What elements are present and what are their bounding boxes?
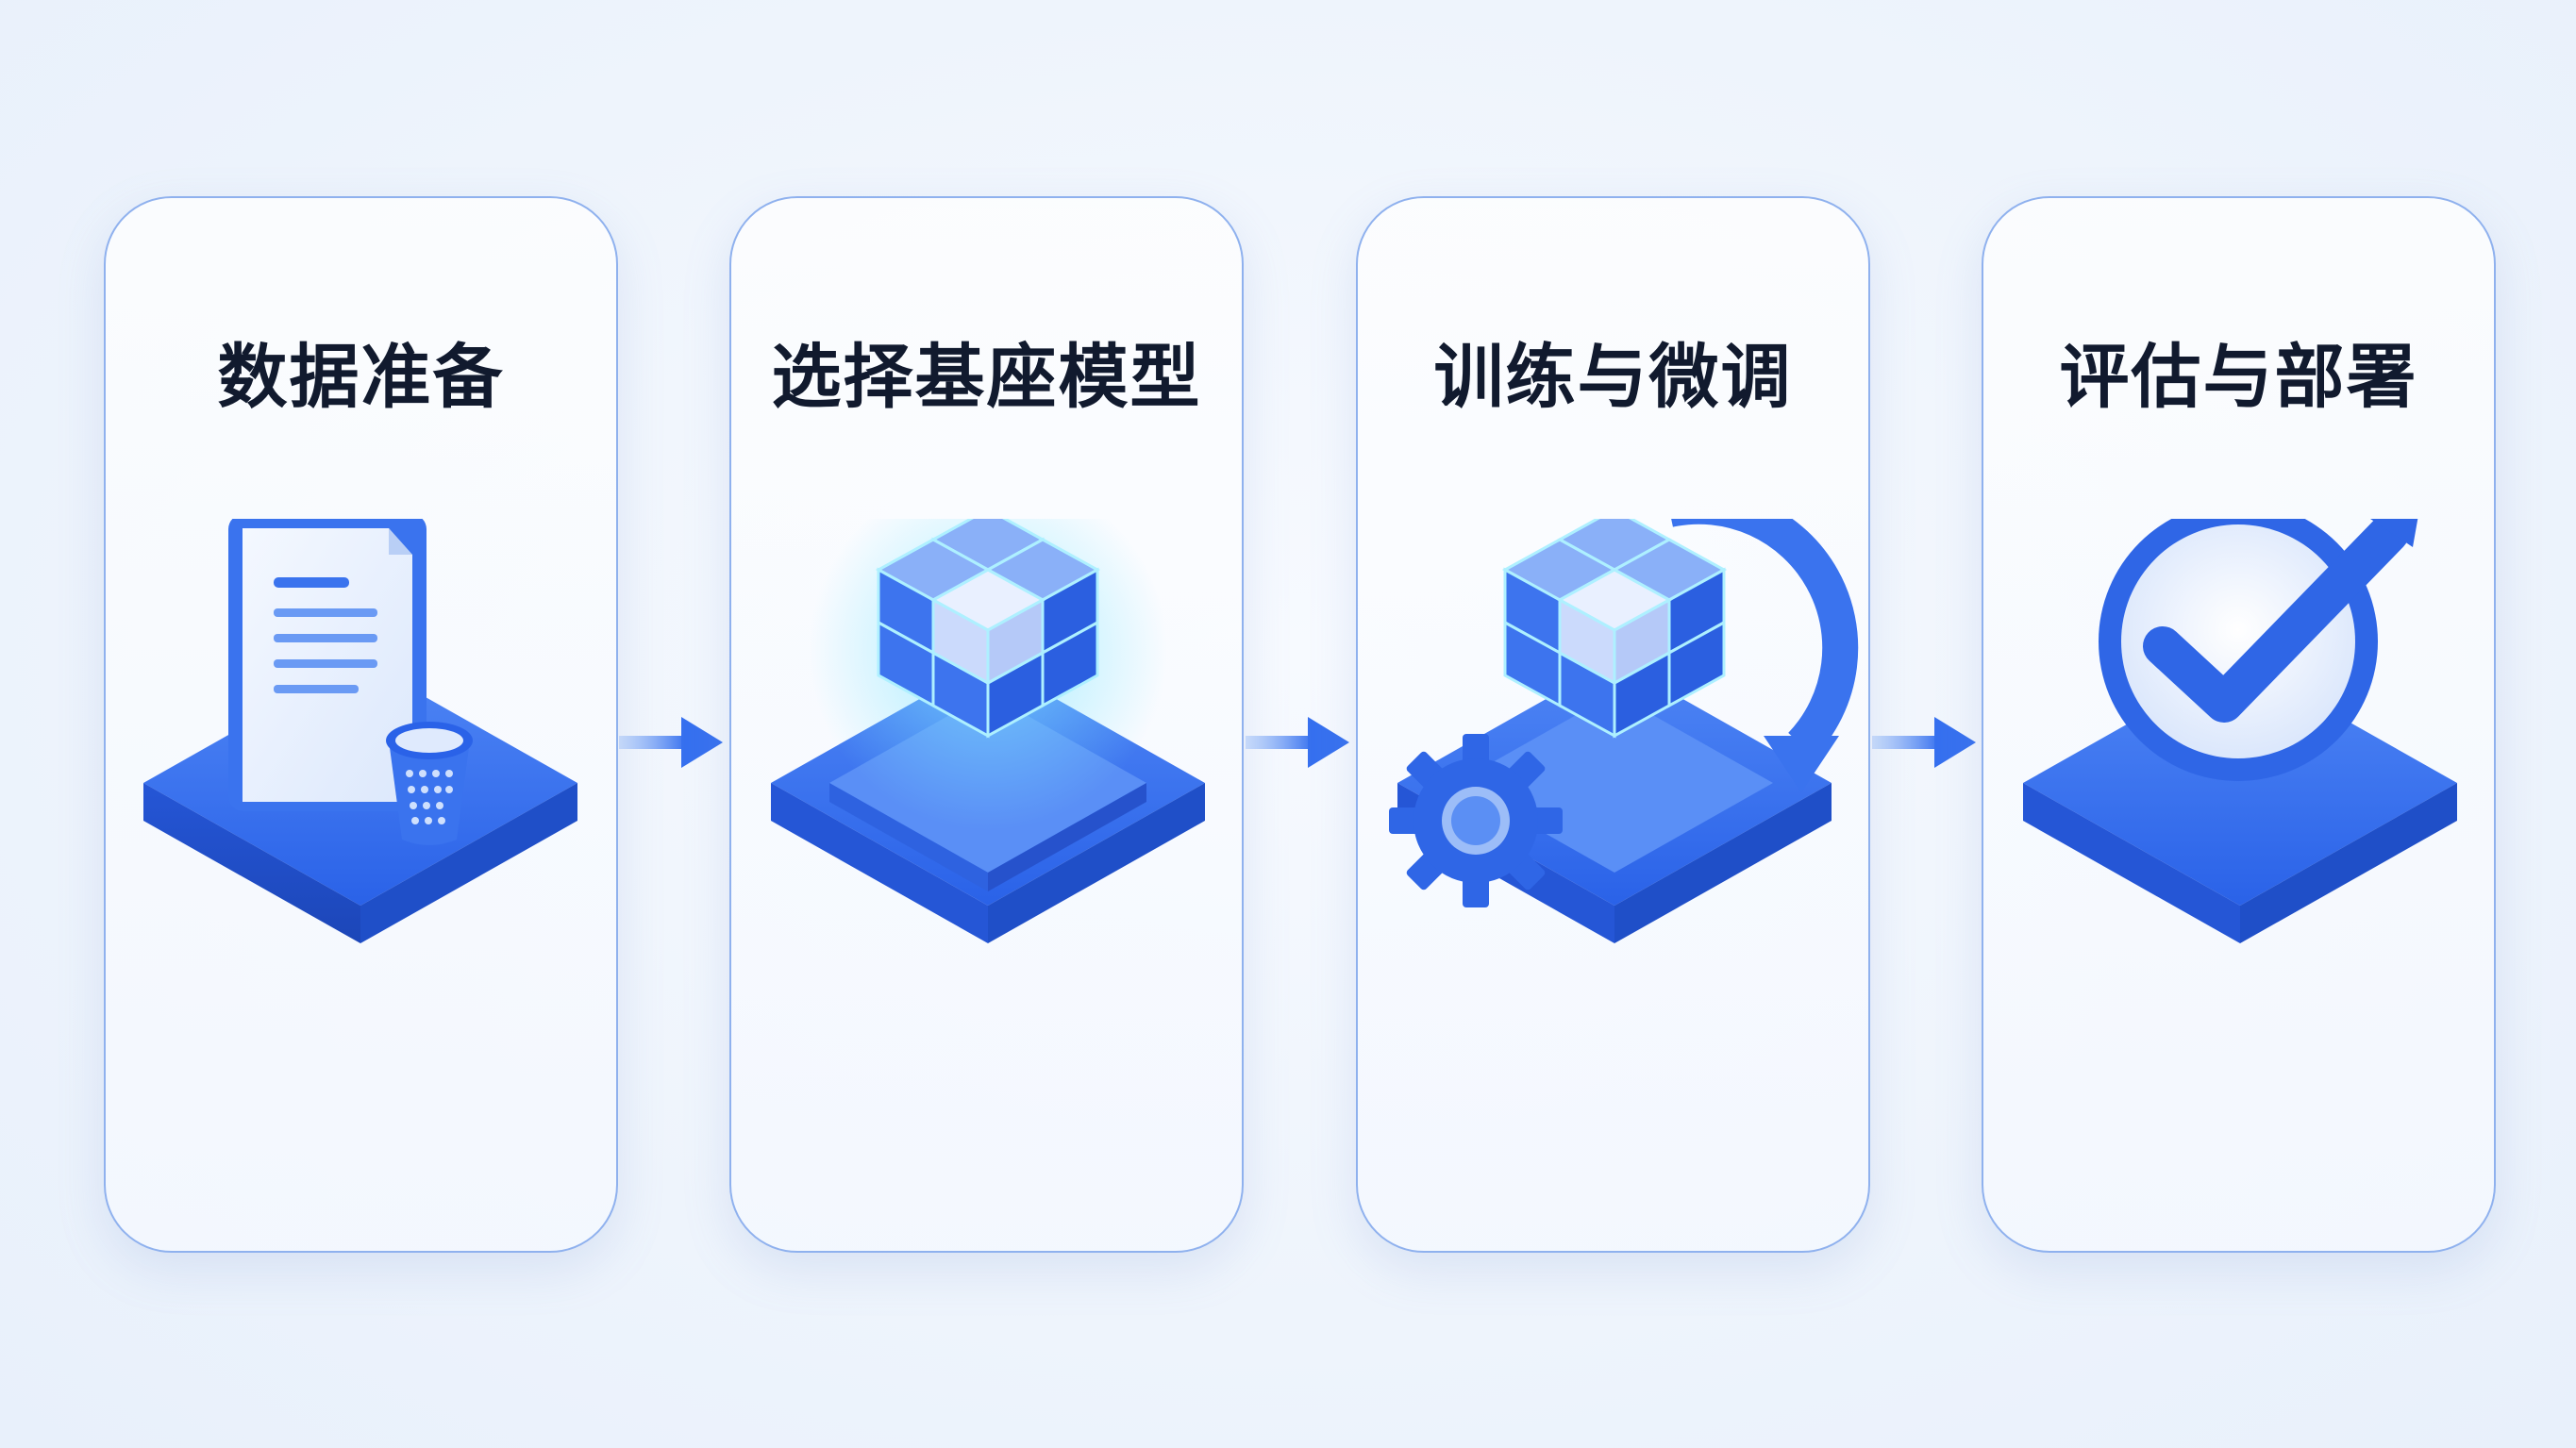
step-card-data-preparation: 数据准备	[104, 196, 618, 1253]
arrow-right-icon	[1872, 717, 1976, 768]
cube-model-icon	[771, 519, 1205, 943]
cube-gear-refresh-icon	[1389, 519, 1859, 943]
step-card-train-finetune: 训练与微调	[1356, 196, 1870, 1253]
step-title: 训练与微调	[1433, 337, 1793, 418]
arrow-right-icon	[619, 717, 723, 768]
step-card-select-base-model: 选择基座模型	[729, 196, 1244, 1253]
step-title: 评估与部署	[2059, 337, 2418, 418]
step-title: 数据准备	[217, 337, 505, 418]
checkmark-growth-icon	[2023, 519, 2457, 943]
arrow-right-icon	[1246, 717, 1349, 768]
step-title: 选择基座模型	[771, 337, 1202, 418]
document-trash-icon	[143, 519, 577, 943]
step-card-evaluate-deploy: 评估与部署	[1982, 196, 2496, 1253]
